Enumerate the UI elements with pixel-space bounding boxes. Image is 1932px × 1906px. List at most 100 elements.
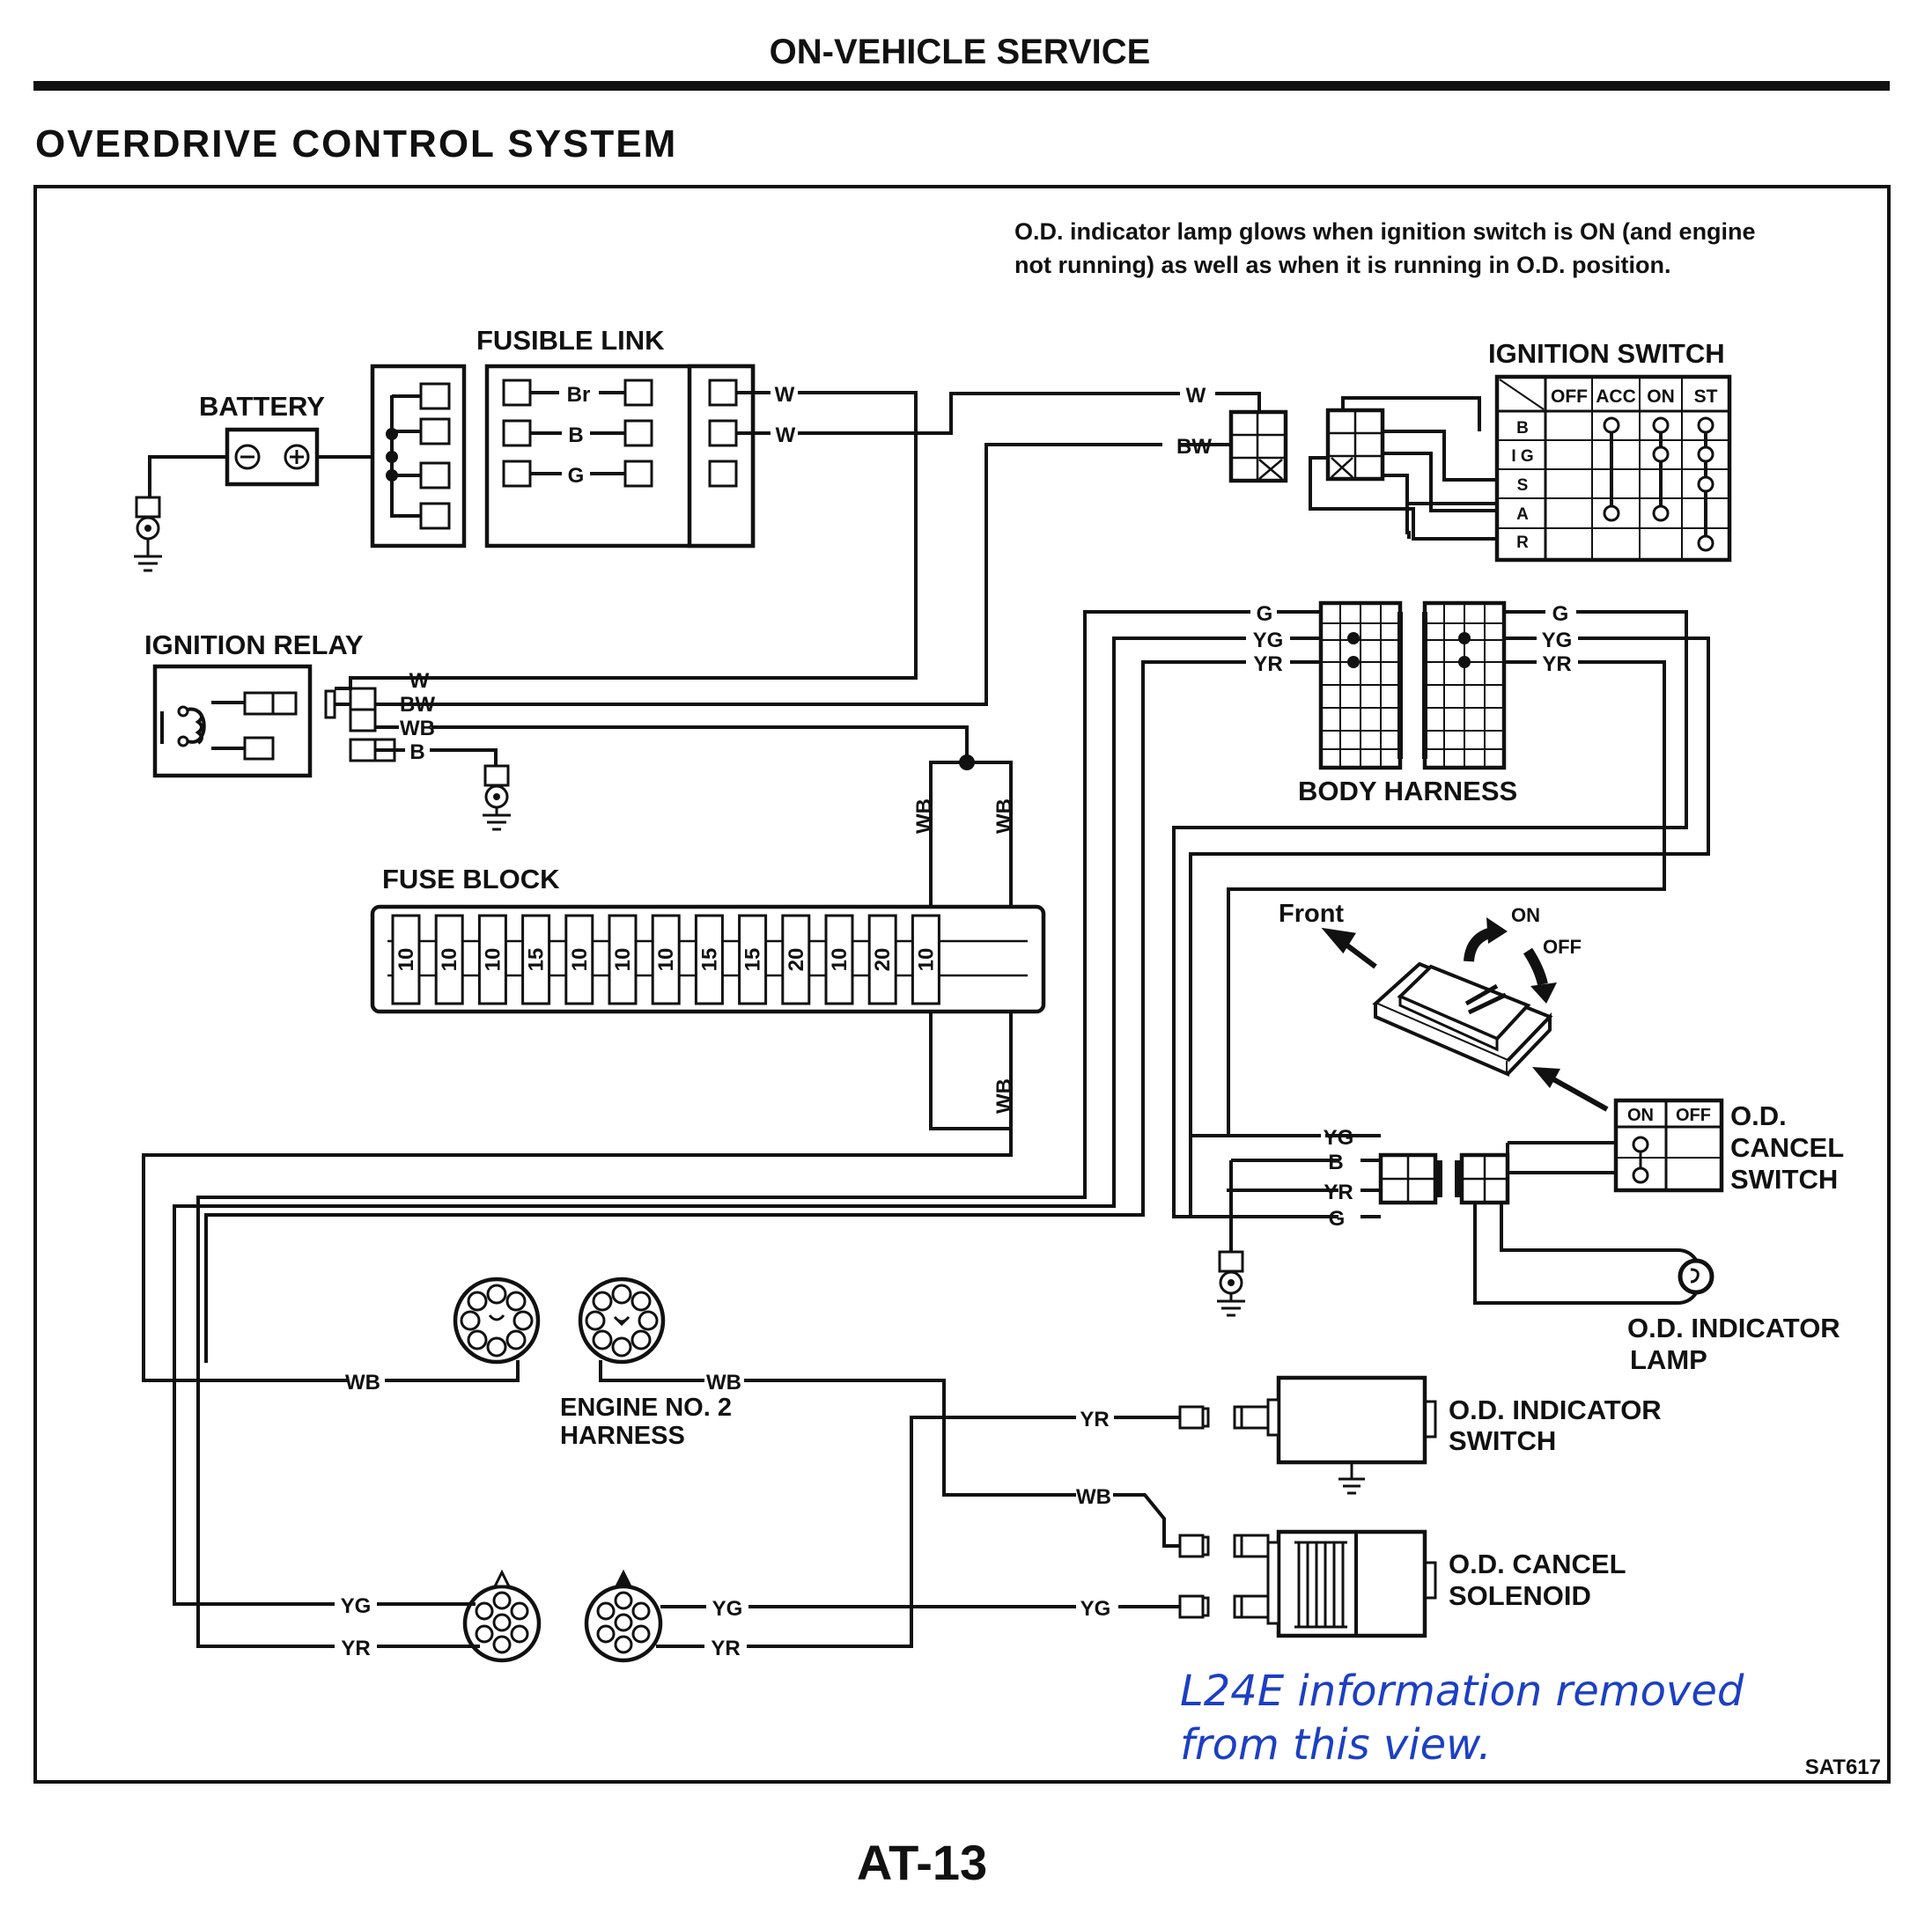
wire-label-wb-engine-left: WB [345,1371,380,1395]
od-indicator-switch-label-2: SWITCH [1449,1425,1556,1456]
front-label: Front [1279,900,1344,928]
body-harness-label: BODY HARNESS [1298,776,1517,806]
fuse [477,914,507,1005]
wire-label-wb-fuse-left: WB [912,798,936,834]
fuse-rating: 10 [568,948,592,972]
wire-label-yr-cancel: YR [1324,1181,1353,1204]
body-harness-connector-right [1422,600,1507,770]
switch-off-label: OFF [1543,936,1582,958]
fuse [824,914,854,1005]
diagram-frame [33,185,1891,1784]
wire-label-wb-solenoid: WB [1076,1485,1111,1509]
section-title: OVERDRIVE CONTROL SYSTEM [35,122,677,166]
wire-label-yg-bh-left: YG [1253,629,1284,652]
wire-label-bw-relay: BW [400,693,435,717]
fuse [391,914,421,1005]
wire-label-yr-bh-right: YR [1542,652,1571,676]
fuse-rating: 20 [871,948,895,972]
engine-harness-label-1: ENGINE NO. 2 [560,1394,732,1422]
od-cancel-switch-label-3: SWITCH [1730,1164,1838,1195]
ignition-connector-right [1325,408,1385,482]
ground-symbol-relay [483,764,511,831]
wire-label-wb-fuse-bottom: WB [992,1078,1016,1114]
switch-pointer-arrow-icon [1545,1073,1609,1112]
od-cancel-switch-label-1: O.D. [1730,1100,1787,1131]
wire-label-g-bh-left: G [1257,602,1273,626]
fuse-block-label: FUSE BLOCK [382,864,560,894]
fuse [434,914,464,1005]
wire-label-yr-bh-left: YR [1253,652,1282,676]
od-cancel-switch-label-2: CANCEL [1730,1132,1844,1163]
wire-label-bw-1: BW [1176,435,1212,459]
od-cancel-solenoid-label-1: O.D. CANCEL [1449,1549,1626,1579]
fuse [738,914,768,1005]
wire-label-b-cancel: B [1328,1151,1343,1174]
cancel-col-on: ON [1627,1106,1654,1125]
fuse-rating: 10 [914,948,938,972]
wire-label-yr-engine-left: YR [341,1637,370,1660]
wire-label-b-fusible: B [568,423,583,447]
wire-label-b-relay: B [409,740,424,764]
od-indicator-switch [1178,1375,1437,1495]
ground-symbol-cancel [1217,1250,1245,1317]
engine-harness-connector-bottom-right [584,1569,663,1663]
removed-note-line-1: L24E information removed [1180,1667,1744,1716]
wire-label-w-1: W [775,383,795,407]
od-indicator-lamp [1677,1248,1714,1305]
od-cancel-solenoid [1178,1529,1437,1638]
ign-row-r: R [1516,534,1529,552]
ign-row-ig: I G [1511,447,1533,466]
wire-label-yg-engine-right: YG [712,1597,743,1621]
body-harness-connector-left [1318,600,1403,770]
fuse [651,914,681,1005]
wire-label-w-2: W [776,423,796,447]
wire-label-w-3: W [1186,384,1206,408]
od-indicator-lamp-label-2: LAMP [1630,1344,1707,1375]
ign-col-acc: ACC [1596,386,1636,407]
fuse-rating: 10 [828,948,852,972]
od-cancel-switch-illustration [1372,961,1553,1078]
wire-label-yg-solenoid: YG [1080,1597,1111,1621]
od-indicator-lamp-label-1: O.D. INDICATOR [1627,1313,1840,1343]
fuse [521,914,551,1005]
fuse-rating: 10 [395,948,418,972]
ign-row-b: B [1516,419,1529,438]
wire-label-yr-engine-right: YR [711,1637,740,1660]
fuse-rating: 15 [741,948,765,972]
ignition-relay-connector [324,687,396,762]
wire-label-wb-relay: WB [400,717,435,740]
od-indicator-switch-label-1: O.D. INDICATOR [1449,1395,1662,1425]
od-cancel-switch-table: ON OFF [1613,1098,1724,1193]
removed-note-line-2: from this view. [1180,1720,1492,1770]
fuse-rating: 10 [438,948,461,972]
fusible-link-label: FUSIBLE LINK [476,325,665,356]
engine-harness-connector-top-right [578,1277,666,1365]
fuse-rating: 10 [654,948,678,972]
fuse [781,914,811,1005]
ignition-relay-label: IGNITION RELAY [144,629,364,660]
ground-symbol-battery [134,496,162,572]
fuse [867,914,897,1005]
wire-label-wb-fuse-right: WB [992,798,1016,834]
wire-label-g-bh-right: G [1552,602,1569,626]
fuse [911,914,940,1005]
switch-on-label: ON [1511,904,1540,926]
engine-harness-connector-top-left [453,1277,541,1365]
ignition-relay [152,664,313,778]
wire-label-g-fusible: G [568,464,585,488]
wire-label-yg-engine-left: YG [341,1594,372,1618]
engine-harness-label-2: HARNESS [560,1422,685,1450]
ignition-connector-left [1228,409,1288,483]
ignition-switch-label: IGNITION SWITCH [1488,338,1725,369]
fusible-link-block-1 [370,364,467,548]
cancel-switch-connector-right [1455,1152,1510,1205]
wire-label-g-cancel: G [1329,1207,1346,1231]
wire-label-w-relay: W [409,669,430,693]
fuse-rating: 20 [785,948,808,972]
fuse [608,914,638,1005]
ign-col-off: OFF [1551,386,1588,407]
fuse [694,914,724,1005]
fuse-rating: 10 [611,948,635,972]
note-line-2: not running) as well as when it is runni… [1014,252,1671,278]
page-header-title: ON-VEHICLE SERVICE [770,33,1151,71]
